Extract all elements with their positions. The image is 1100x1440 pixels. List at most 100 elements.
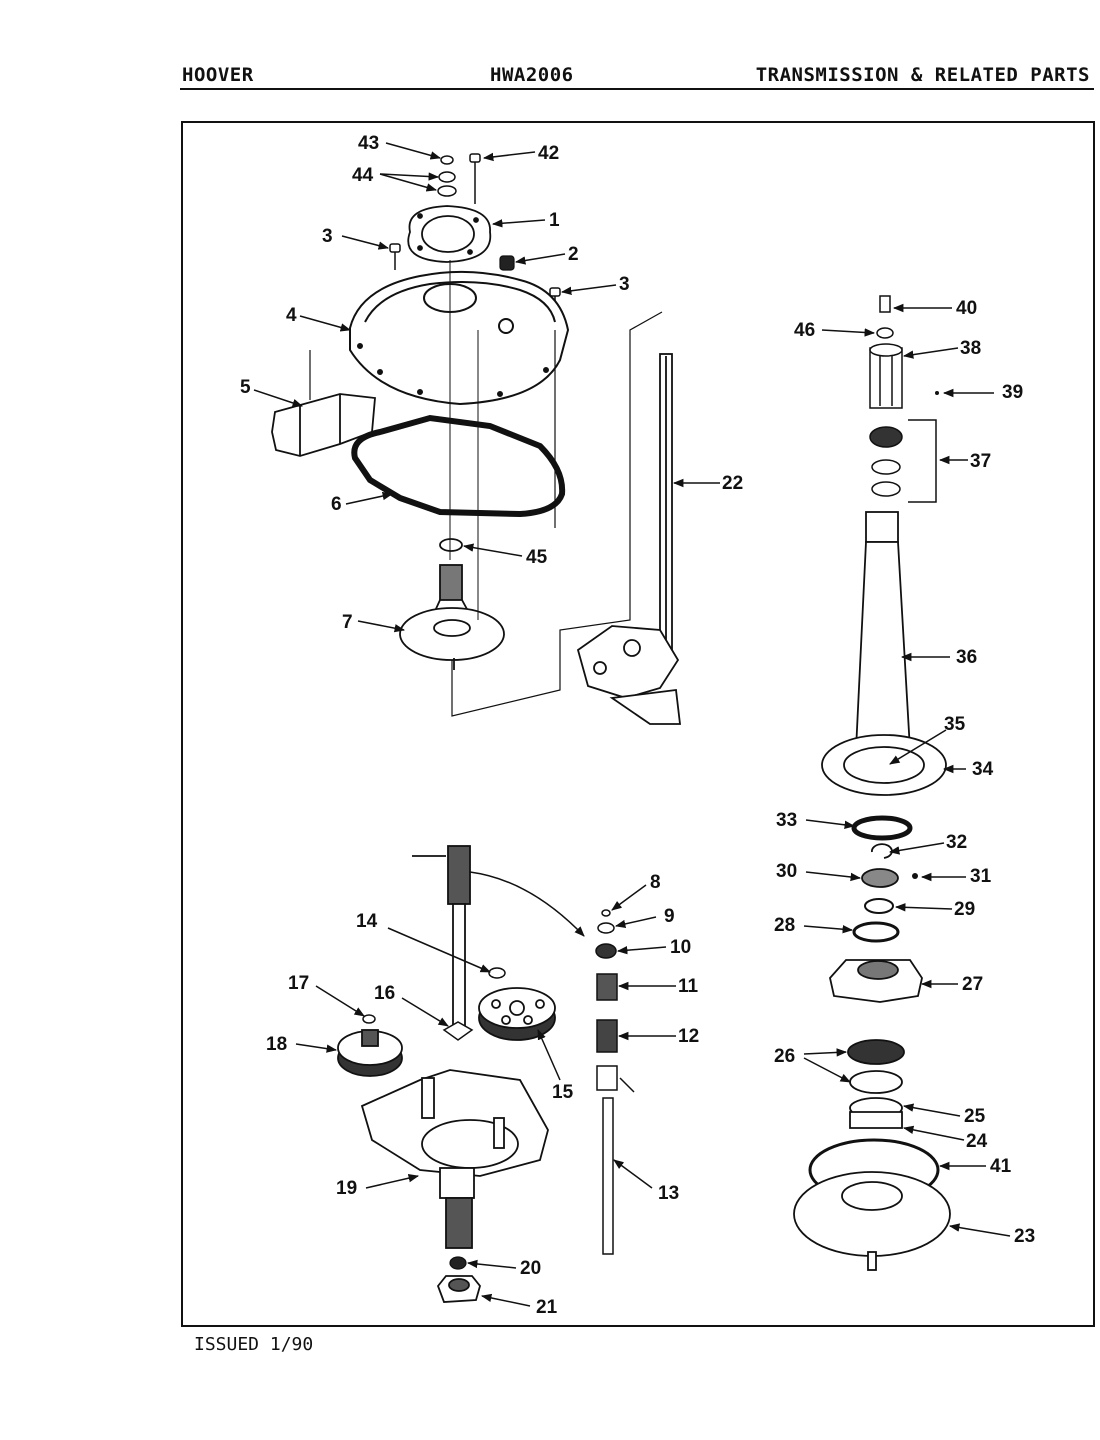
- callout-28: 28: [774, 915, 795, 936]
- header-brand: HOOVER: [182, 64, 254, 86]
- leader-8: [611, 884, 647, 911]
- leader-29: [894, 903, 953, 912]
- callout-39: 39: [1002, 382, 1023, 403]
- part-9-washer: [597, 922, 615, 934]
- callout-labels: 43 44 42 1 2 3 3 4 5 6 45 7 22 40 46 38 …: [240, 133, 1035, 1318]
- leader-46: [821, 328, 876, 337]
- leader-23: [948, 1223, 1011, 1237]
- leader-20: [466, 1259, 517, 1269]
- part-11-clutch-sleeve: [596, 973, 618, 1001]
- part-27-bearing-housing: [829, 959, 923, 1003]
- leader-18: [295, 1043, 338, 1053]
- part-45-o-ring: [439, 538, 463, 552]
- leader-13: [613, 1159, 653, 1189]
- callout-6: 6: [331, 494, 342, 515]
- leader-17: [315, 985, 365, 1017]
- part-21-seal: [436, 1275, 481, 1303]
- leader-9: [614, 916, 657, 929]
- leader-3b: [560, 284, 617, 295]
- leader-45: [462, 543, 523, 557]
- callout-8: 8: [650, 872, 661, 893]
- part-7-shaft-hub: [399, 564, 505, 670]
- leader-28: [803, 925, 854, 934]
- callout-32: 32: [946, 832, 967, 853]
- leader-lines: [253, 142, 1011, 1307]
- callout-21: 21: [536, 1297, 558, 1318]
- part-44-washers: [437, 171, 457, 197]
- part-19-gear-case: [360, 1069, 549, 1249]
- diagram-frame: [181, 121, 1095, 1327]
- leader-35: [889, 729, 947, 765]
- callout-37: 37: [970, 451, 991, 472]
- callout-9: 9: [664, 906, 675, 927]
- leader-5: [253, 389, 303, 407]
- part-42-screw: [469, 153, 481, 204]
- leader-2: [514, 253, 566, 265]
- part-31-pin: [912, 873, 918, 879]
- callout-11: 11: [678, 976, 699, 997]
- part-22-shifter-assembly: [576, 353, 682, 725]
- callout-40: 40: [956, 298, 977, 319]
- assembly-direction-arrow: [469, 871, 585, 937]
- callout-30: 30: [776, 861, 797, 882]
- callout-45: 45: [526, 547, 548, 568]
- leader-10: [616, 946, 667, 955]
- issued-date: ISSUED 1/90: [194, 1334, 314, 1355]
- callout-19: 19: [336, 1178, 357, 1199]
- header-rule: [180, 88, 1094, 90]
- callout-34: 34: [972, 759, 994, 780]
- callout-31: 31: [970, 866, 992, 887]
- callout-33: 33: [776, 810, 797, 831]
- header-section-title: TRANSMISSION & RELATED PARTS: [755, 64, 1090, 86]
- callout-14: 14: [356, 911, 378, 932]
- part-3-screw-left: [389, 243, 401, 270]
- callout-46: 46: [794, 320, 815, 341]
- callout-22: 22: [722, 473, 743, 494]
- leader-25: [902, 1103, 961, 1117]
- leader-44b: [379, 173, 438, 192]
- part-4-transmission-cover: [349, 270, 570, 406]
- header-model: HWA2006: [490, 64, 574, 86]
- part-23-tub-support: [793, 1171, 951, 1271]
- part-13-shaft: [596, 1065, 635, 1255]
- leader-1: [491, 219, 546, 228]
- leader-3a: [341, 235, 390, 250]
- callout-15: 15: [552, 1082, 574, 1103]
- callout-41: 41: [990, 1156, 1012, 1177]
- leader-38: [902, 347, 959, 359]
- callout-23: 23: [1014, 1226, 1035, 1247]
- part-32-retaining-ring: [871, 843, 893, 859]
- leader-15: [537, 1029, 561, 1081]
- leader-4: [299, 315, 352, 332]
- callout-20: 20: [520, 1258, 541, 1279]
- part-18-gear: [337, 1029, 403, 1077]
- part-43-nut: [440, 155, 454, 165]
- part-12-spring: [596, 1019, 618, 1053]
- leader-44a: [379, 172, 440, 181]
- callout-36: 36: [956, 647, 977, 668]
- callout-3b: 3: [619, 274, 630, 295]
- callout-16: 16: [374, 983, 395, 1004]
- leader-14: [387, 927, 491, 973]
- part-17-washer: [362, 1014, 376, 1024]
- callout-26: 26: [774, 1046, 795, 1067]
- part-26-seals: [847, 1039, 905, 1094]
- leader-43: [385, 142, 442, 160]
- part-10-bushing: [595, 943, 617, 959]
- callout-13: 13: [658, 1183, 679, 1204]
- part-1-plate: [407, 205, 492, 263]
- part-40-bolt: [879, 295, 891, 313]
- callout-10: 10: [670, 937, 691, 958]
- part-37-seal-kit: [869, 419, 937, 503]
- leader-33: [805, 819, 856, 829]
- part-2-plug: [499, 255, 515, 271]
- leader-21: [480, 1293, 531, 1307]
- callout-3a: 3: [322, 226, 333, 247]
- part-29-washer: [864, 898, 894, 914]
- callout-42: 42: [538, 143, 559, 164]
- part-8-nut: [601, 909, 611, 917]
- callout-5: 5: [240, 377, 251, 398]
- part-15-gear: [478, 987, 556, 1041]
- leader-26b: [803, 1057, 851, 1083]
